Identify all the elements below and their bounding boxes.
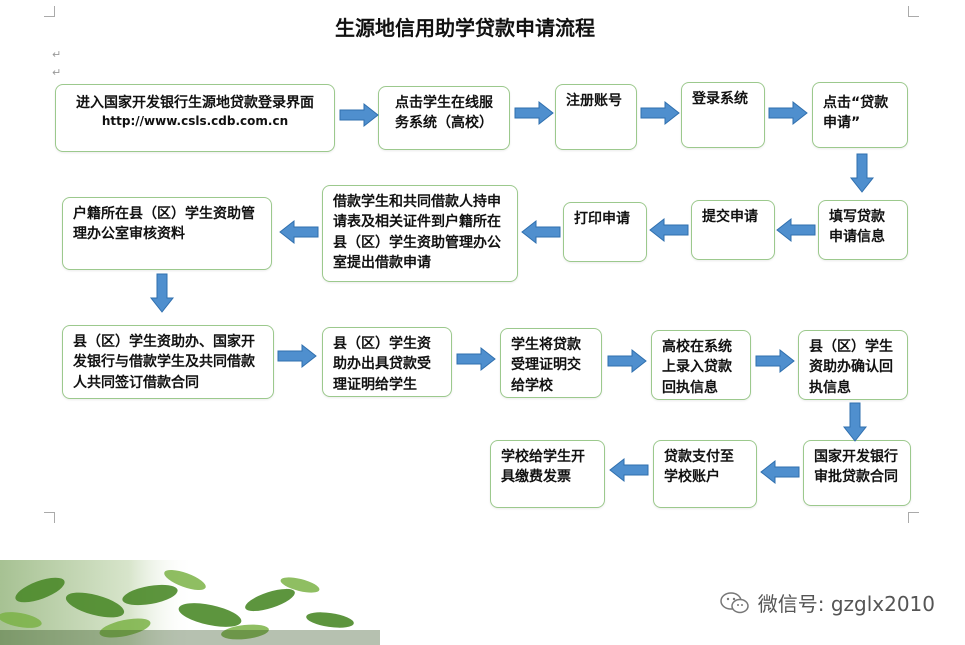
paragraph-mark: ↵ [52, 66, 62, 79]
flow-step-6: 填写贷款申请信息 [818, 200, 908, 260]
step-text: 学校给学生开具缴费发票 [501, 449, 585, 486]
step-text: 国家开发银行审批贷款合同 [814, 449, 898, 486]
step-text: 提交申请 [702, 209, 758, 225]
flow-step-4: 登录系统 [681, 82, 765, 148]
arrow-left-icon [521, 220, 561, 244]
flow-step-10: 户籍所在县（区）学生资助管理办公室审核资料 [62, 197, 272, 270]
arrow-right-icon [755, 349, 795, 373]
flow-step-2: 点击学生在线服务系统（高校） [378, 86, 510, 150]
flow-step-8: 打印申请 [563, 202, 647, 262]
flow-step-14: 高校在系统上录入贷款回执信息 [651, 330, 751, 400]
watermark-text: 微信号: gzglx2010 [757, 592, 935, 616]
flow-step-7: 提交申请 [691, 200, 775, 260]
arrow-right-icon [768, 101, 808, 125]
step-text: 登录系统 [692, 91, 748, 107]
arrow-down-icon [843, 402, 867, 442]
arrow-right-icon [456, 347, 496, 371]
leaf-decoration [0, 560, 430, 645]
arrow-right-icon [640, 101, 680, 125]
arrow-left-icon [279, 220, 319, 244]
flow-step-1: 进入国家开发银行生源地贷款登录界面 http://www.csls.cdb.co… [55, 84, 335, 152]
paragraph-mark: ↵ [52, 48, 62, 61]
arrow-left-icon [776, 218, 816, 242]
flow-step-17: 贷款支付至学校账户 [653, 440, 757, 508]
page-corner-mark [908, 512, 919, 523]
arrow-right-icon [607, 349, 647, 373]
step-text: 点击“贷款申请” [823, 95, 889, 132]
arrow-right-icon [339, 103, 379, 127]
page-corner-mark [44, 6, 55, 17]
flow-step-13: 学生将贷款受理证明交给学校 [500, 328, 602, 398]
arrow-right-icon [277, 344, 317, 368]
watermark: 微信号: gzglx2010 [719, 588, 935, 617]
flow-step-16: 国家开发银行审批贷款合同 [803, 440, 911, 506]
step-text: 进入国家开发银行生源地贷款登录界面 [76, 95, 314, 111]
flow-step-3: 注册账号 [555, 84, 637, 150]
flow-step-18: 学校给学生开具缴费发票 [490, 440, 605, 508]
step-text: 县（区）学生资助办确认回执信息 [809, 339, 893, 396]
flow-step-9: 借款学生和共同借款人持申请表及相关证件到户籍所在县（区）学生资助管理办公室提出借… [322, 185, 518, 282]
step-text: 注册账号 [566, 93, 622, 109]
flow-step-5: 点击“贷款申请” [812, 82, 908, 148]
step-text: 贷款支付至学校账户 [664, 449, 734, 486]
step-text: 借款学生和共同借款人持申请表及相关证件到户籍所在县（区）学生资助管理办公室提出借… [333, 194, 501, 271]
arrow-left-icon [649, 218, 689, 242]
step-text: 点击学生在线服务系统（高校） [395, 95, 493, 132]
step-text: 县（区）学生资助办出具贷款受理证明给学生 [333, 336, 431, 393]
page-corner-mark [908, 6, 919, 17]
arrow-down-icon [150, 273, 174, 313]
arrow-down-icon [850, 153, 874, 193]
arrow-right-icon [514, 101, 554, 125]
step-text: 县（区）学生资助办、国家开发银行与借款学生及共同借款人共同签订借款合同 [73, 334, 255, 391]
step-text: 学生将贷款受理证明交给学校 [511, 337, 581, 394]
step-text: 填写贷款申请信息 [829, 209, 885, 246]
flow-arrows [150, 101, 874, 484]
arrow-left-icon [760, 460, 800, 484]
flow-step-15: 县（区）学生资助办确认回执信息 [798, 330, 908, 400]
step-text: 高校在系统上录入贷款回执信息 [662, 339, 732, 396]
page-corner-mark [44, 512, 55, 523]
flow-step-12: 县（区）学生资助办出具贷款受理证明给学生 [322, 327, 452, 397]
page-title: 生源地信用助学贷款申请流程 [335, 16, 595, 40]
step-url: http://www.csls.cdb.com.cn [101, 114, 289, 129]
flow-step-11: 县（区）学生资助办、国家开发银行与借款学生及共同借款人共同签订借款合同 [62, 325, 274, 399]
step-text: 打印申请 [574, 211, 630, 227]
wechat-icon [719, 591, 749, 613]
step-text: 户籍所在县（区）学生资助管理办公室审核资料 [73, 206, 255, 243]
arrow-left-icon [609, 458, 649, 482]
